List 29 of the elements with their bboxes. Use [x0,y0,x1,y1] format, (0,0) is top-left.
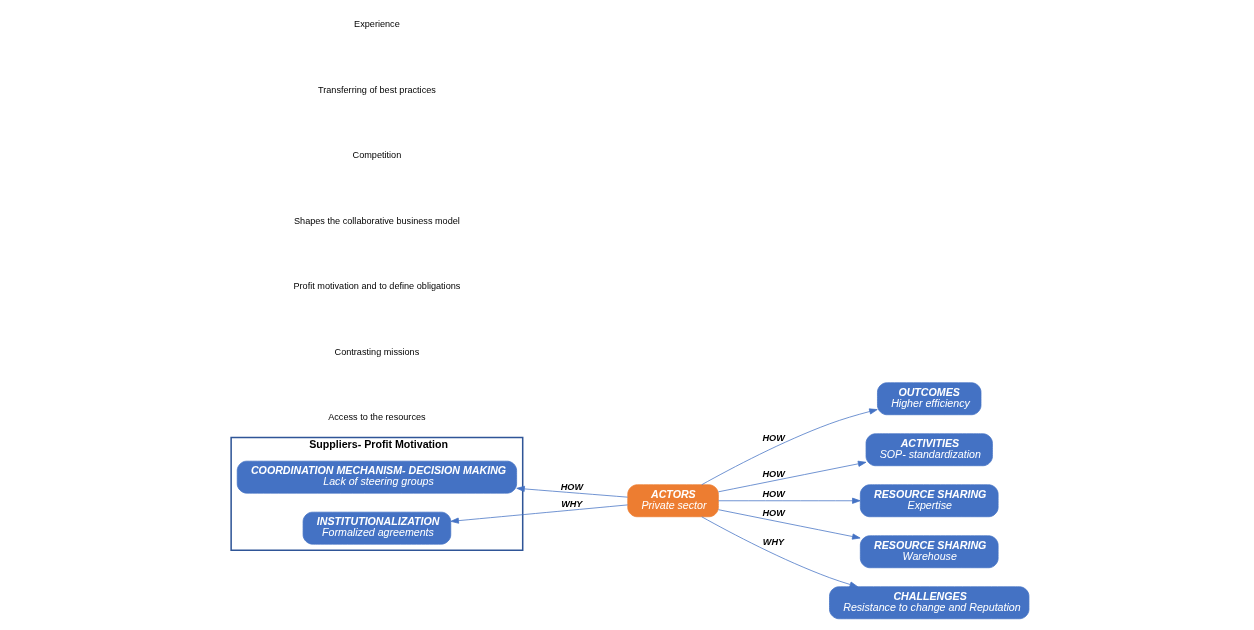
arrow [718,460,867,493]
node-box: RESOURCE SHARING Expertise [859,484,999,518]
label: Profit motivation and to define obligations [293,281,461,292]
arrow [450,504,629,524]
edge-label: WHY [561,498,583,509]
arrow [701,408,878,486]
arrow [718,509,861,540]
arrow [701,516,858,588]
node-box: INSTITUTIONALIZATION Formalized agreements [302,511,452,545]
edge-label: HOW [762,468,785,479]
arrow [516,485,628,498]
edge-label: HOW [762,507,785,518]
node-box: COORDINATION MECHANISM- DECISION MAKING Lack of steering groups [236,460,517,494]
node-box: OUTCOMES Higher efficiency [877,382,982,416]
label: Shapes the collaborative business model [293,215,460,226]
edge-label: HOW [560,481,584,492]
edge-label: WHY [762,537,785,548]
node-box: ACTORS Private sector [627,484,719,518]
edge-label: HOW [762,433,785,444]
label: Contrasting missions [334,346,420,357]
label: Access to the resources [328,412,426,423]
node-box: CHALLENGES Resistance to change and Reputation [829,586,1030,620]
node-box: RESOURCE SHARING Warehouse [859,535,999,569]
label: Transferring of best practices [318,84,436,95]
edge-label: HOW [762,489,785,500]
label: Competition [352,150,402,161]
node-box: ACTIVITIES SOP- standardization [865,433,993,467]
label: Experience [354,19,400,30]
arrow [718,497,861,504]
